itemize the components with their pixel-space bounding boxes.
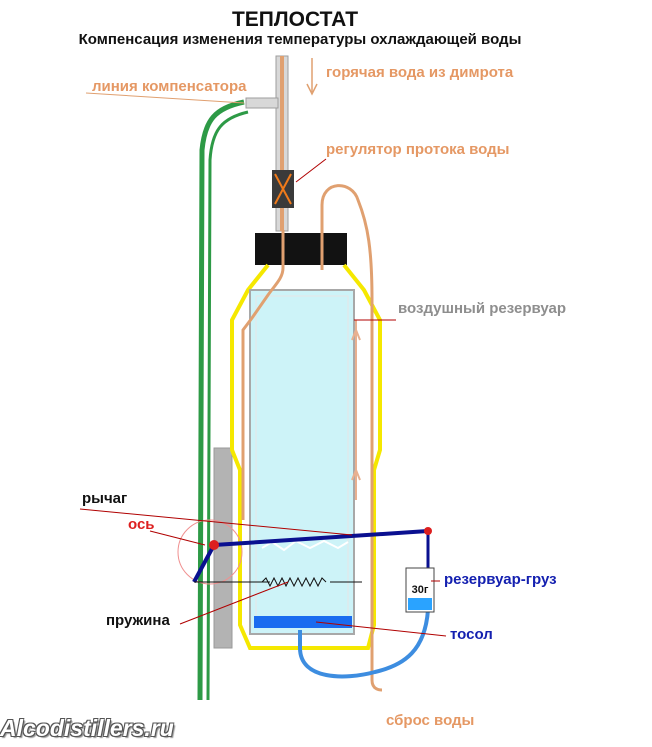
diagram-subtitle: Компенсация изменения температуры охлажд…: [78, 31, 522, 48]
antifreeze-layer: [254, 616, 352, 628]
pointer-lines: [79, 58, 447, 637]
label-flow-regulator: регулятор протока воды: [326, 141, 510, 158]
label-antifreeze: тосол: [450, 626, 493, 643]
label-reservoir-weight: резервуар-груз: [444, 571, 557, 588]
label-axis: ось: [128, 516, 155, 533]
flow-regulator-valve: [272, 170, 294, 208]
internal-tubes: [241, 184, 383, 692]
yellow-jacket: [230, 263, 382, 650]
label-water-drain: сброс воды: [386, 712, 475, 729]
air-reservoir: [249, 289, 355, 635]
weight-reservoir: [405, 567, 435, 613]
stopper-cap: [255, 233, 347, 265]
pivot-circle: [177, 519, 243, 585]
label-air-reservoir: воздушный резервуар: [398, 300, 567, 317]
lever-mechanism: [177, 519, 432, 588]
label-spring: пружина: [106, 612, 170, 629]
compensator-line: [197, 99, 249, 701]
weight-tube: [298, 609, 430, 679]
label-hot-water: горячая вода из димрота: [326, 64, 514, 81]
label-lever: рычаг: [82, 490, 128, 507]
weight-marking: 30г: [411, 584, 429, 596]
watermark: Alcodistillers.ru: [0, 715, 174, 741]
diagram-title: ТЕПЛОСТАТ: [231, 8, 359, 31]
label-compensator-line: линия компенсатора: [92, 78, 247, 95]
